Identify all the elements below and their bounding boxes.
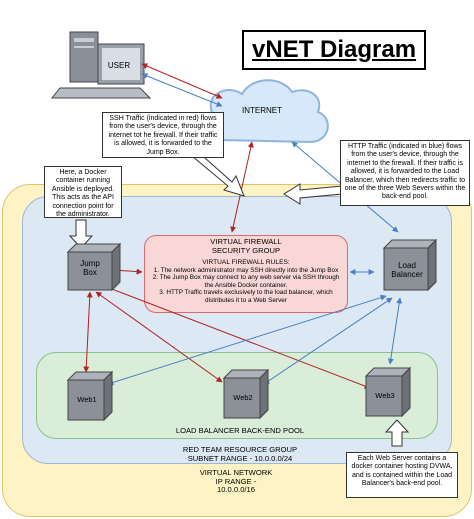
docker-note: Here, a Docker container running Ansible… xyxy=(44,166,122,218)
web2-label: Web2 xyxy=(233,393,253,402)
resource-group-label: RED TEAM RESOURCE GROUP SUBNET RANGE - 1… xyxy=(182,445,298,463)
web2-server-icon xyxy=(222,368,270,420)
load-balancer-label: Load Balancer xyxy=(391,261,423,279)
virtual-network-label: VIRTUAL NETWORK IP RANGE - 10.0.0.0/16 xyxy=(199,468,273,495)
computer-icon xyxy=(50,31,152,99)
http-traffic-note: HTTP Traffic (indicated in blue) flows f… xyxy=(340,140,470,206)
firewall-rule: 2. The Jump Box may connect to any web s… xyxy=(152,274,340,289)
jump-box-server-icon xyxy=(66,242,122,292)
web3-server-icon xyxy=(364,366,412,418)
web-server-note: Each Web Server contains a docker contai… xyxy=(346,452,458,498)
backend-pool-label: LOAD BALANCER BACK-END POOL xyxy=(175,426,305,435)
ssh-traffic-note: SSH Traffic (indicated in red) flows fro… xyxy=(102,112,224,158)
jump-box-label: Jump Box xyxy=(80,259,100,277)
firewall-title: VIRTUAL FIREWALL SECURITY GROUP xyxy=(210,237,282,255)
web1-label: Web1 xyxy=(77,395,97,404)
diagram-title: vNET Diagram xyxy=(242,30,427,70)
firewall-rule: 3. HTTP Traffic travels exclusively to t… xyxy=(159,289,333,304)
user-label: USER xyxy=(107,61,131,70)
web3-label: Web3 xyxy=(375,391,395,400)
firewall-rule: 1. The network administrator may SSH dir… xyxy=(153,267,339,274)
firewall-rules-list: 1. The network administrator may SSH dir… xyxy=(150,267,342,304)
internet-label: INTERNET xyxy=(242,106,282,115)
load-balancer-server-icon xyxy=(382,238,438,292)
firewall-rules-heading: VIRTUAL FIREWALL RULES: xyxy=(202,259,290,266)
web1-server-icon xyxy=(66,370,114,422)
